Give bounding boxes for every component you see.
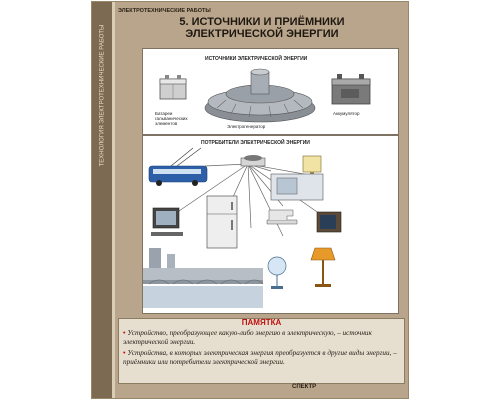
- title-line-1: 5. ИСТОЧНИКИ И ПРИЁМНИКИ: [179, 16, 345, 28]
- hotplate-icon: [240, 155, 266, 167]
- spine-stripe: [112, 2, 115, 398]
- poster-title: 5. ИСТОЧНИКИ И ПРИЁМНИКИ ЭЛЕКТРИЧЕСКОЙ Э…: [122, 16, 402, 40]
- memo-item-1: • Устройство, преобразующее какую-либо э…: [123, 329, 401, 347]
- bullet-icon: •: [123, 329, 126, 337]
- consumers-caption: ПОТРЕБИТЕЛИ ЭЛЕКТРИЧЕСКОЙ ЭНЕРГИИ: [201, 140, 310, 146]
- refrigerator-icon: [206, 195, 238, 249]
- generator-image: [204, 68, 316, 123]
- poster: ТЕХНОЛОГИЯ ЭЛЕКТРОТЕХНИЧЕСКИЕ РАБОТЫ ЭЛЕ…: [92, 2, 408, 398]
- memo-item-1-text: Устройство, преобразующее какую-либо эне…: [123, 329, 372, 346]
- bullet-icon: •: [123, 349, 126, 357]
- memo-box: ПАМЯТКА • Устройство, преобразующее каку…: [118, 318, 405, 384]
- sources-caption: ИСТОЧНИКИ ЭЛЕКТРИЧЕСКОЙ ЭНЕРГИИ: [205, 56, 308, 62]
- poster-spine: ТЕХНОЛОГИЯ ЭЛЕКТРОТЕХНИЧЕСКИЕ РАБОТЫ: [92, 2, 112, 398]
- washing-machine-icon: [270, 173, 324, 201]
- tv-icon: [316, 211, 342, 233]
- fan-icon: [267, 256, 287, 289]
- consumers-illustration: [143, 147, 342, 308]
- floor-lamp-icon: [310, 247, 336, 287]
- memo-item-2: • Устройства, в которых электрическая эн…: [123, 349, 401, 367]
- accumulator-label: Аккумулятор: [333, 111, 360, 116]
- computer-icon: [151, 207, 183, 236]
- series-title: ЭЛЕКТРОТЕХНИЧЕСКИЕ РАБОТЫ: [118, 8, 211, 14]
- accumulator-image: [331, 74, 371, 105]
- trolleybus-icon: [148, 147, 208, 186]
- memo-item-2-text: Устройства, в которых электрическая энер…: [123, 349, 397, 366]
- memo-title: ПАМЯТКА: [241, 318, 282, 327]
- spine-text: ТЕХНОЛОГИЯ ЭЛЕКТРОТЕХНИЧЕСКИЕ РАБОТЫ: [99, 24, 106, 167]
- generator-label: Электрогенератор: [227, 124, 266, 129]
- sources-panel: ИСТОЧНИКИ ЭЛЕКТРИЧЕСКОЙ ЭНЕРГИИ Батареи …: [142, 48, 399, 135]
- bridge-city-icon: [143, 248, 264, 308]
- title-line-2: ЭЛЕКТРИЧЕСКОЙ ЭНЕРГИИ: [185, 28, 339, 40]
- sewing-machine-icon: [266, 209, 298, 225]
- battery-label: Батареи гальванических элементов: [155, 111, 188, 126]
- consumers-panel: ПОТРЕБИТЕЛИ ЭЛЕКТРИЧЕСКОЙ ЭНЕРГИИ: [142, 135, 399, 314]
- battery-image: [159, 75, 187, 100]
- publisher-logo: СПЕКТР: [292, 384, 317, 390]
